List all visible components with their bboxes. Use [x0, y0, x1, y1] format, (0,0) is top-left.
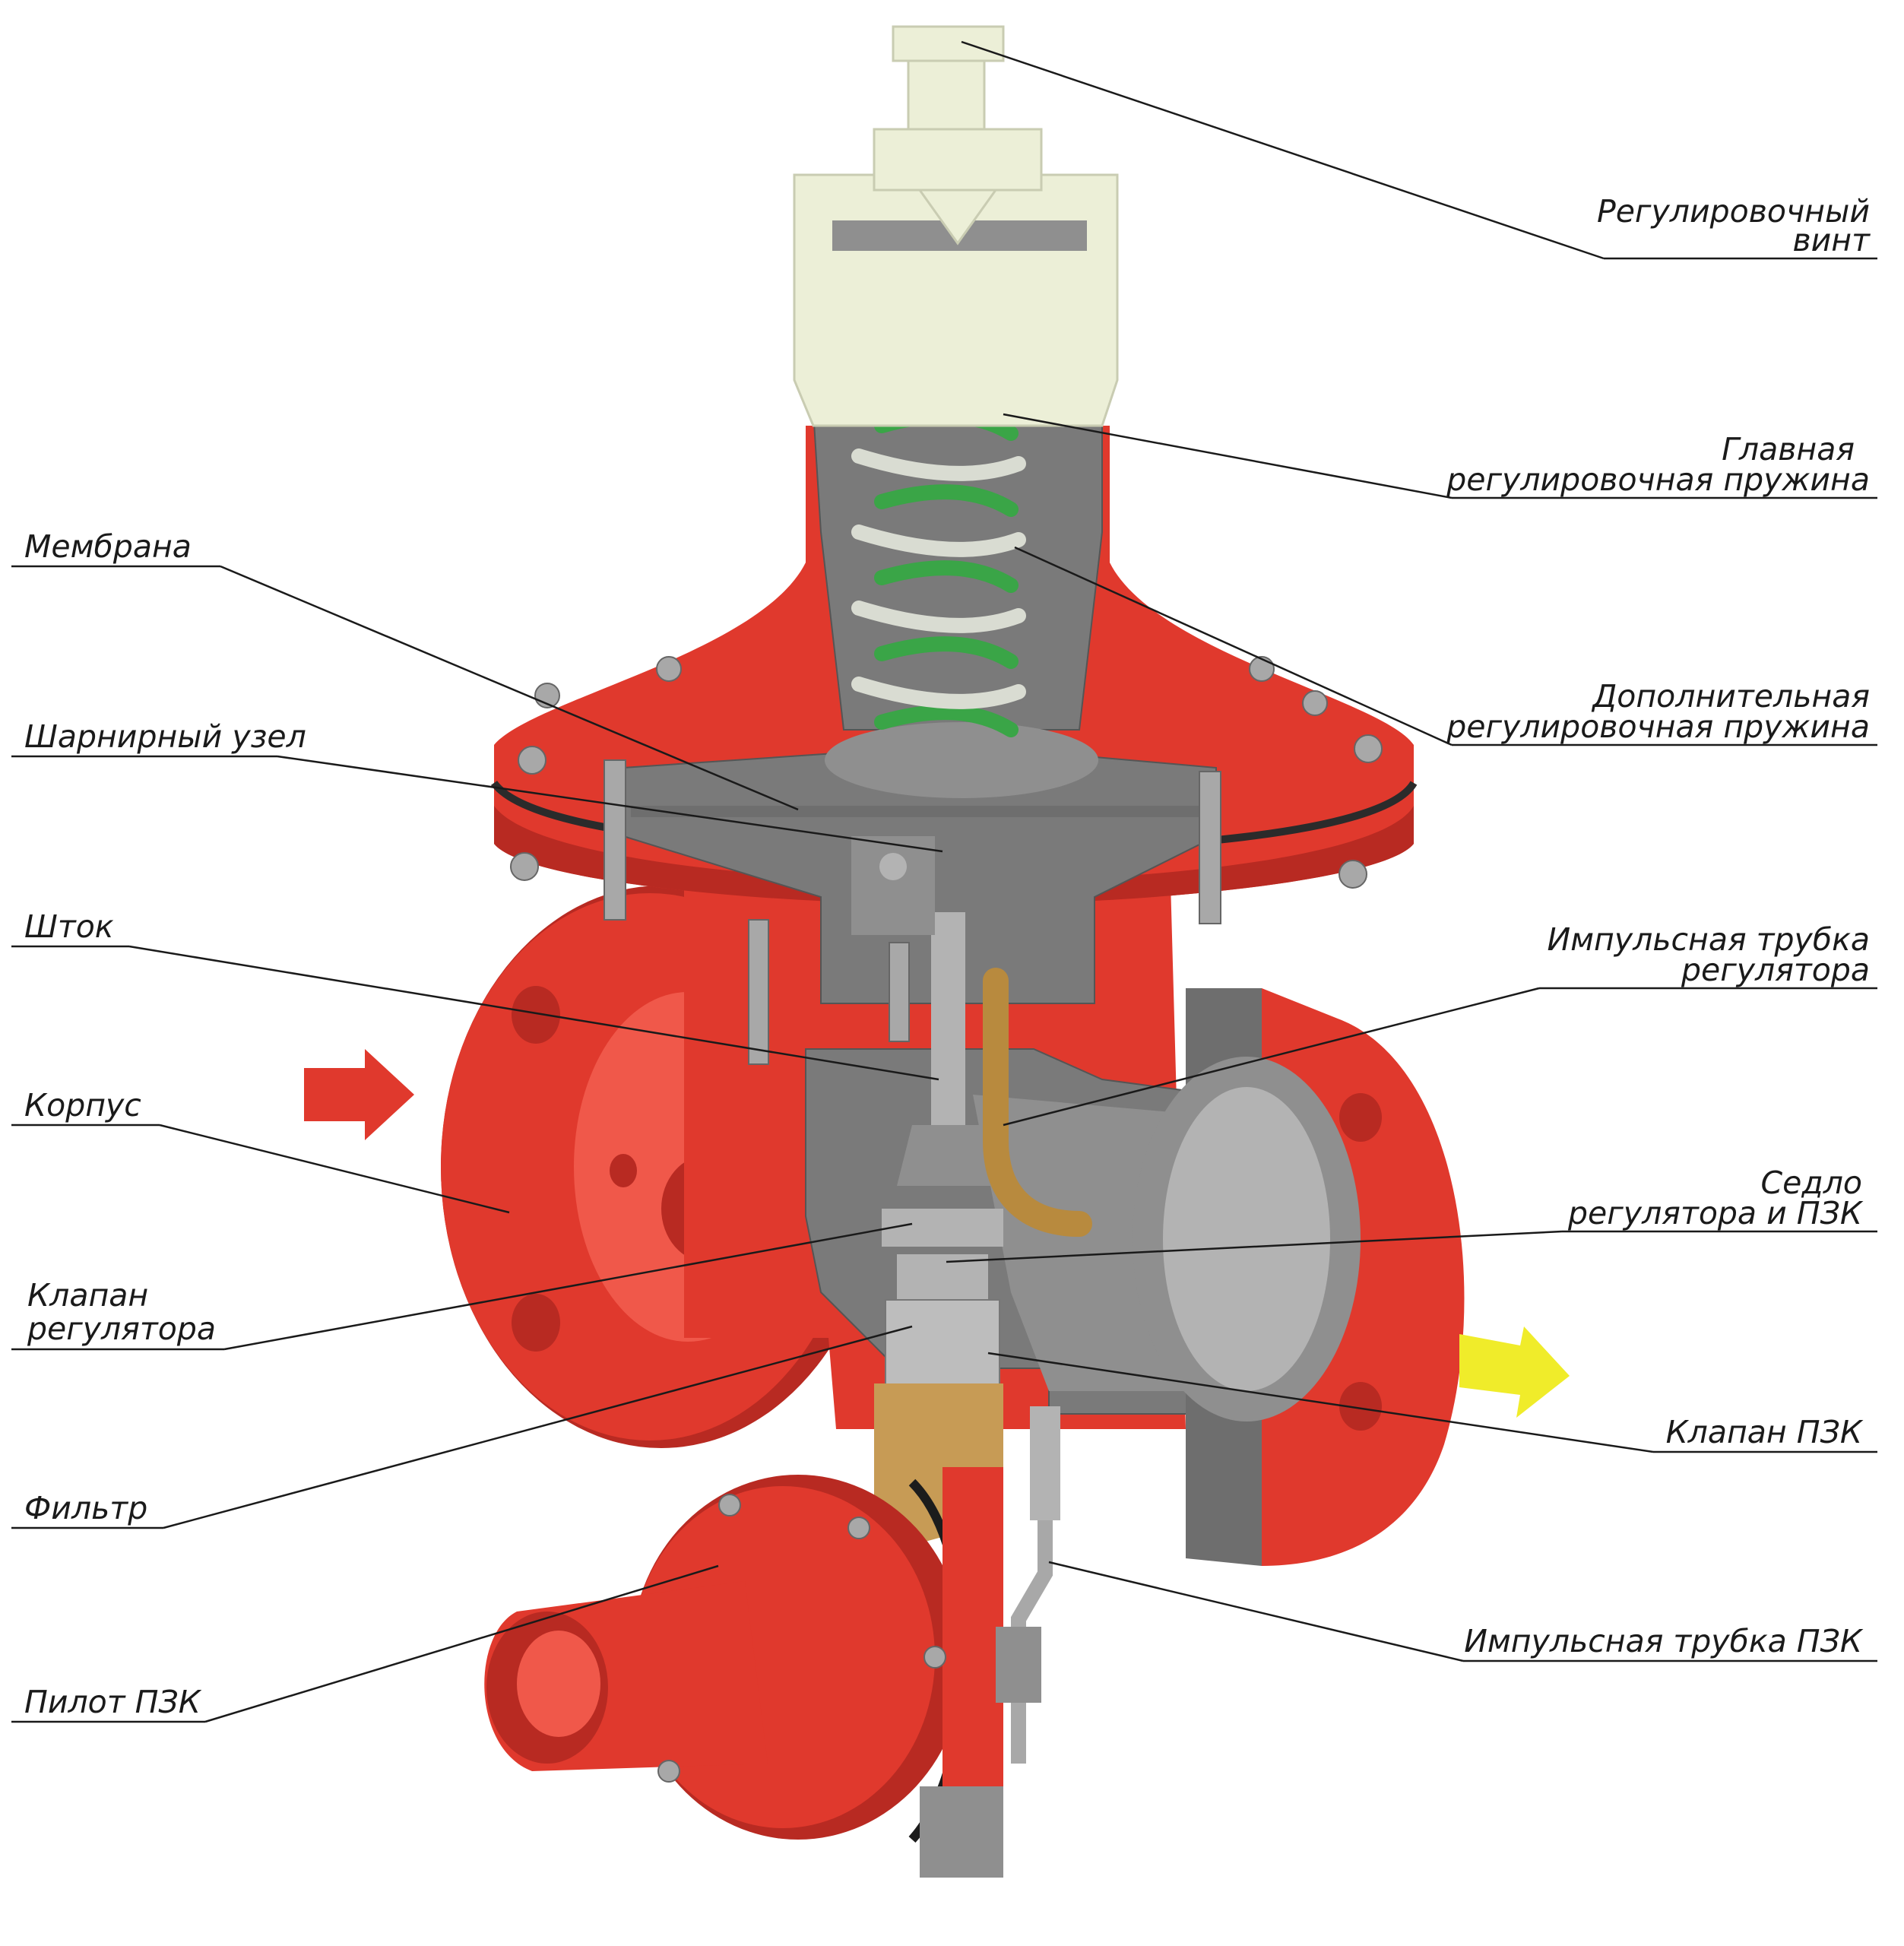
pzk-impulse-tube-graphic: [996, 1406, 1060, 1764]
label-main-spring-line2: регулировочная пружина: [1446, 461, 1870, 498]
label-adjusting-screw-line2: винт: [1793, 222, 1871, 258]
spring-cap: [793, 25, 1119, 427]
flow-arrows: [304, 1049, 1570, 1418]
label-adjusting-screw-line1: Регулировочный: [1597, 193, 1870, 230]
label-extra-spring-line1: Дополнительная: [1591, 678, 1870, 715]
labels: Регулировочный винт Главная регулировочн…: [24, 193, 1871, 1720]
label-pzk-impulse-tube: Импульсная трубка ПЗК: [1464, 1623, 1864, 1659]
label-seat-line1: Седло: [1761, 1165, 1863, 1201]
inlet-arrow: [304, 1049, 414, 1140]
label-membrane: Мембрана: [24, 528, 192, 565]
label-hinge: Шарнирный узел: [24, 718, 306, 755]
label-filter: Фильтр: [24, 1490, 147, 1526]
outlet-arrow: [1459, 1326, 1570, 1418]
label-body: Корпус: [24, 1087, 141, 1124]
label-main-spring-line1: Главная: [1722, 431, 1855, 467]
label-reg-valve-line2: регулятора: [27, 1311, 216, 1347]
label-seat-line2: регулятора и ПЗК: [1567, 1195, 1864, 1231]
label-pzk-valve: Клапан ПЗК: [1666, 1414, 1864, 1450]
regulator-illustration: [441, 25, 1465, 1878]
label-extra-spring-line2: регулировочная пружина: [1446, 708, 1870, 745]
label-pzk-pilot: Пилот ПЗК: [24, 1684, 202, 1720]
pzk-pilot: [484, 1467, 1003, 1878]
outlet-flange: [1133, 988, 1465, 1566]
leader-lines: [11, 40, 1877, 1723]
label-reg-impulse-tube-line2: регулятора: [1681, 952, 1870, 988]
label-reg-valve-line1: Клапан: [27, 1277, 148, 1314]
label-reg-impulse-tube-line1: Импульсная трубка: [1547, 921, 1870, 958]
label-stem: Шток: [24, 908, 114, 945]
